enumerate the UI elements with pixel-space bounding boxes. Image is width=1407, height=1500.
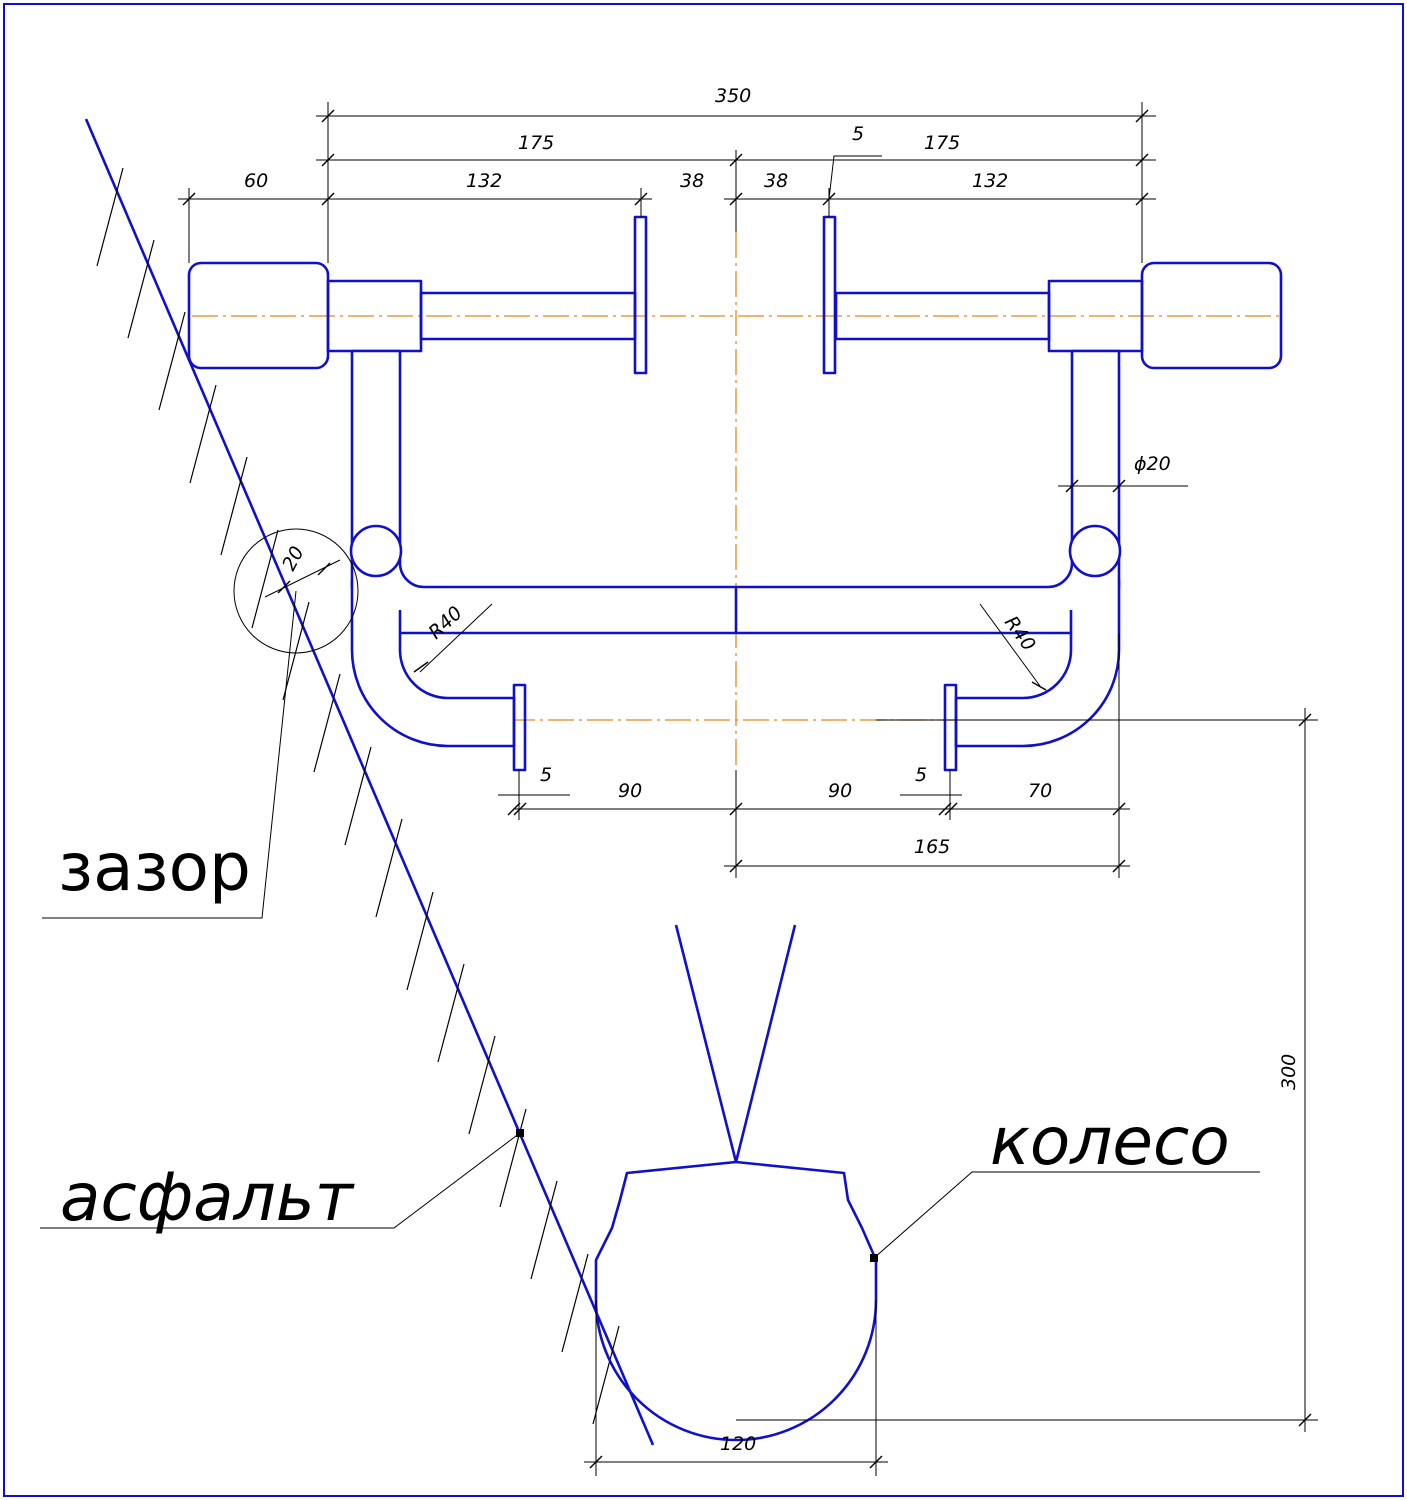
dim-90-left: 90 (618, 780, 642, 802)
dim-350: 350 (715, 85, 751, 107)
wheel (594, 924, 878, 1442)
drawing-frame (3, 3, 1404, 1497)
dim-38-right: 38 (764, 170, 788, 192)
dim-120: 120 (720, 1433, 756, 1455)
dim-38-left: 38 (680, 170, 704, 192)
wheel-fork-left (674, 924, 738, 1163)
dim-60: 60 (244, 170, 268, 192)
dim-20-gap: 20 (278, 543, 309, 575)
left-corner-knuckle (349, 524, 403, 578)
asphalt-hatching (96, 167, 620, 1425)
callout-labels: зазор асфальт колесо (58, 829, 1230, 1236)
wheel-fork-right (734, 924, 797, 1163)
gap-leader (42, 590, 297, 919)
label-wheel: колесо (990, 1103, 1230, 1180)
dim-90-right: 90 (828, 780, 852, 802)
dim-132-right: 132 (972, 170, 1008, 192)
dim-phi20: ϕ20 (1134, 453, 1171, 475)
dim-165: 165 (914, 836, 950, 858)
dim-5-top: 5 (852, 123, 864, 145)
dim-132-left: 132 (466, 170, 502, 192)
right-upper-flange (822, 215, 837, 375)
left-lower-flange (512, 683, 527, 772)
right-corner-knuckle (1068, 524, 1122, 578)
right-lower-flange (943, 683, 958, 772)
dim-175-right: 175 (924, 132, 960, 154)
label-gap: зазор (58, 829, 251, 906)
wheel-leader (873, 1171, 1260, 1259)
gap-detail-circle (233, 528, 359, 654)
dim-5-bottom-right: 5 (915, 764, 927, 786)
asphalt-leader (40, 1132, 521, 1229)
label-asphalt: асфальт (60, 1159, 356, 1236)
left-upper-flange (633, 215, 648, 375)
asphalt-slope (84, 118, 655, 1446)
wheel-outline (594, 1160, 878, 1442)
dim-5-bottom-left: 5 (540, 764, 552, 786)
asphalt-surface-line (84, 118, 655, 1446)
wheel-leader-dot (870, 1254, 878, 1262)
right-lower-bent-tube (954, 580, 1121, 748)
left-lower-bent-tube (350, 580, 516, 748)
dim-300: 300 (1278, 1054, 1300, 1090)
asphalt-leader-dot (516, 1129, 524, 1137)
dimension-lines (40, 102, 1318, 1476)
dim-70: 70 (1028, 780, 1052, 802)
frame-structure (187, 215, 1283, 772)
dim-175-left: 175 (518, 132, 554, 154)
